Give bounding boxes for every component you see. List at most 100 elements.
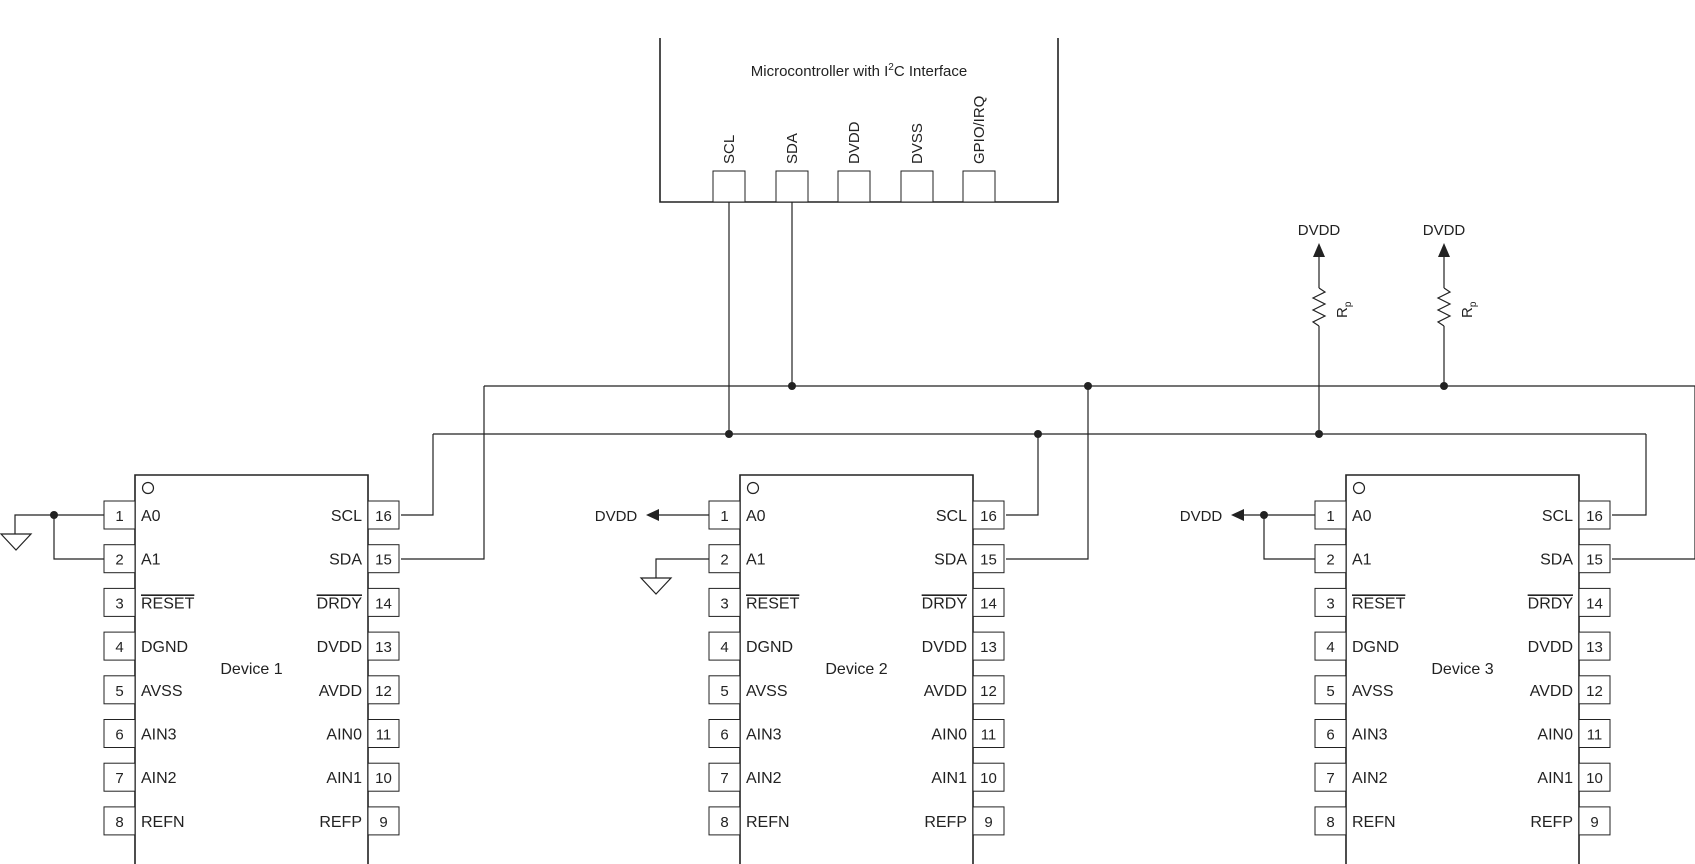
mcu-pin-label: SDA <box>784 133 801 164</box>
pin-number: 16 <box>375 508 392 525</box>
device-name: Device 1 <box>220 661 282 678</box>
pin-number: 6 <box>115 727 123 744</box>
pin-box <box>367 762 400 792</box>
pin-label: AIN0 <box>326 727 362 744</box>
pin-box <box>708 544 741 574</box>
pin-box <box>708 675 741 705</box>
pin-number: 4 <box>720 639 728 656</box>
pin-number: 3 <box>1326 595 1334 612</box>
pin-box <box>367 719 400 748</box>
dev3-address-strap: DVDD <box>1180 508 1315 560</box>
device-outline <box>739 474 974 864</box>
pin-box <box>367 675 400 705</box>
pin-label: REFN <box>1352 814 1396 831</box>
pin-box <box>367 631 400 661</box>
pin-box <box>103 500 136 530</box>
pin-label: RESET <box>1352 595 1406 612</box>
pin-box <box>367 587 400 617</box>
pin-box <box>367 544 400 574</box>
pin-number: 11 <box>376 727 392 744</box>
pin-label: SDA <box>934 552 967 569</box>
pin-box <box>1578 762 1611 792</box>
pin-number: 15 <box>980 552 997 569</box>
mcu-pin <box>962 170 996 203</box>
pin-number: 10 <box>1586 770 1603 787</box>
pin-box <box>367 500 400 530</box>
pin-number: 8 <box>115 814 123 831</box>
supply-label: DVDD <box>595 508 638 525</box>
pin-number: 14 <box>1586 595 1603 612</box>
pin-box <box>1578 806 1611 836</box>
pin-label: AIN1 <box>931 770 967 787</box>
pin-label: REFN <box>141 814 185 831</box>
supply-arrow-icon <box>1231 509 1244 521</box>
resistor-icon <box>1436 287 1452 327</box>
pin-box <box>972 675 1005 705</box>
dev1-sda-wire <box>401 386 485 560</box>
dev1-scl-wire <box>401 434 434 516</box>
pin-box <box>972 806 1005 836</box>
pin-number: 13 <box>375 639 392 656</box>
pullup-sda: DVDD Rp <box>1423 222 1479 386</box>
resistor-label: Rp <box>1334 301 1354 318</box>
pin-label: AIN0 <box>1537 727 1573 744</box>
pin-box <box>708 631 741 661</box>
pin-label: AVDD <box>924 683 967 700</box>
pin-label: REFP <box>924 814 967 831</box>
pin-box <box>972 719 1005 748</box>
device-outline <box>1345 474 1580 864</box>
pin-number: 16 <box>980 508 997 525</box>
mcu-title: Microcontroller with I2C Interface <box>751 62 967 80</box>
pin-number: 2 <box>720 552 728 569</box>
junction-dot <box>1034 430 1042 438</box>
supply-arrow-icon <box>646 509 659 521</box>
mcu-pin <box>775 170 809 203</box>
pin-number: 7 <box>720 770 728 787</box>
pin-label: DGND <box>141 639 188 656</box>
pin-number: 15 <box>375 552 392 569</box>
pin-box <box>708 762 741 792</box>
dev2-scl-wire <box>1006 434 1039 516</box>
junction-dot <box>725 430 733 438</box>
pin-number: 7 <box>1326 770 1334 787</box>
pin-label: AIN0 <box>931 727 967 744</box>
pin-label: SCL <box>331 508 362 525</box>
pin-number: 4 <box>1326 639 1334 656</box>
device-outline <box>134 474 369 864</box>
mcu-pin-label: DVSS <box>909 123 926 164</box>
pin-label: AIN1 <box>1537 770 1573 787</box>
pin-box <box>1314 587 1347 617</box>
pin-box <box>972 544 1005 574</box>
pin-box <box>1578 631 1611 661</box>
pin-box <box>1578 587 1611 617</box>
pin-label: REFP <box>319 814 362 831</box>
pin-number: 6 <box>1326 727 1334 744</box>
pin-number: 3 <box>115 595 123 612</box>
pin-box <box>1314 631 1347 661</box>
pin-label: DRDY <box>1528 595 1574 612</box>
pin-label: REFP <box>1530 814 1573 831</box>
pin-label: DVDD <box>922 639 967 656</box>
pin-box <box>972 762 1005 792</box>
pin-label: AIN2 <box>141 770 177 787</box>
mcu-pin <box>712 170 746 203</box>
pin1-marker-icon <box>141 481 155 495</box>
pin-number: 16 <box>1586 508 1603 525</box>
pin-number: 10 <box>375 770 392 787</box>
pin-number: 13 <box>980 639 997 656</box>
pin-label: AIN3 <box>141 727 177 744</box>
pin-number: 5 <box>1326 683 1334 700</box>
pin-box <box>1578 500 1611 530</box>
pin-number: 12 <box>980 683 997 700</box>
pin-box <box>103 587 136 617</box>
pin-label: A0 <box>141 508 161 525</box>
pin-box <box>1578 675 1611 705</box>
pin-box <box>972 587 1005 617</box>
pin-number: 10 <box>980 770 997 787</box>
supply-label: DVDD <box>1180 508 1223 525</box>
bus-wiring <box>401 202 1695 560</box>
mcu-pin <box>837 170 871 203</box>
mcu-pin-label: DVDD <box>846 121 863 164</box>
pin-label: DRDY <box>317 595 363 612</box>
